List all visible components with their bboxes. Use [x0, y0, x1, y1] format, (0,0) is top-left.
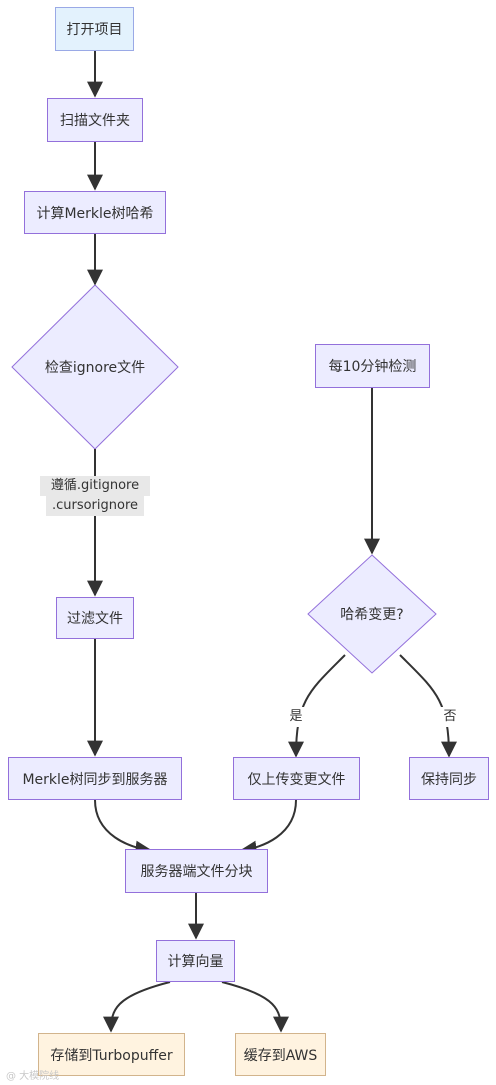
node-compute-hash: 计算Merkle树哈希	[24, 191, 166, 234]
edge-label-gitignore: 遵循.gitignore	[40, 476, 150, 496]
edge-vector-to-store	[103, 981, 171, 1033]
node-upload-changed: 仅上传变更文件	[233, 757, 360, 800]
node-sync-merkle: Merkle树同步到服务器	[8, 757, 182, 800]
node-open-project: 打开项目	[55, 7, 134, 51]
node-server-chunk: 服务器端文件分块	[125, 849, 268, 893]
node-keep-sync: 保持同步	[409, 757, 489, 800]
edge-upload-to-chunk	[240, 799, 297, 857]
node-scan-folder: 扫描文件夹	[47, 98, 143, 142]
check-ignore-diamond	[11, 284, 179, 450]
hash-changed-diamond	[307, 554, 437, 674]
edge-yes-to-upload	[288, 654, 346, 758]
watermark: @ 大模院线	[6, 1071, 60, 1082]
node-store-turbopuffer: 存储到Turbopuffer	[38, 1033, 185, 1076]
edge-label-cursorignore: .cursorignore	[46, 496, 144, 516]
node-compute-vector: 计算向量	[156, 940, 235, 982]
edge-label-no: 否	[440, 707, 460, 727]
edge-label-yes: 是	[286, 707, 306, 727]
edge-sync-to-chunk	[94, 799, 152, 857]
node-cache-aws: 缓存到AWS	[235, 1033, 326, 1076]
edge-no-to-keep	[399, 654, 457, 758]
node-filter-files: 过滤文件	[56, 597, 134, 639]
edge-vector-to-cache	[221, 981, 289, 1033]
node-detect-10min: 每10分钟检测	[315, 344, 430, 388]
